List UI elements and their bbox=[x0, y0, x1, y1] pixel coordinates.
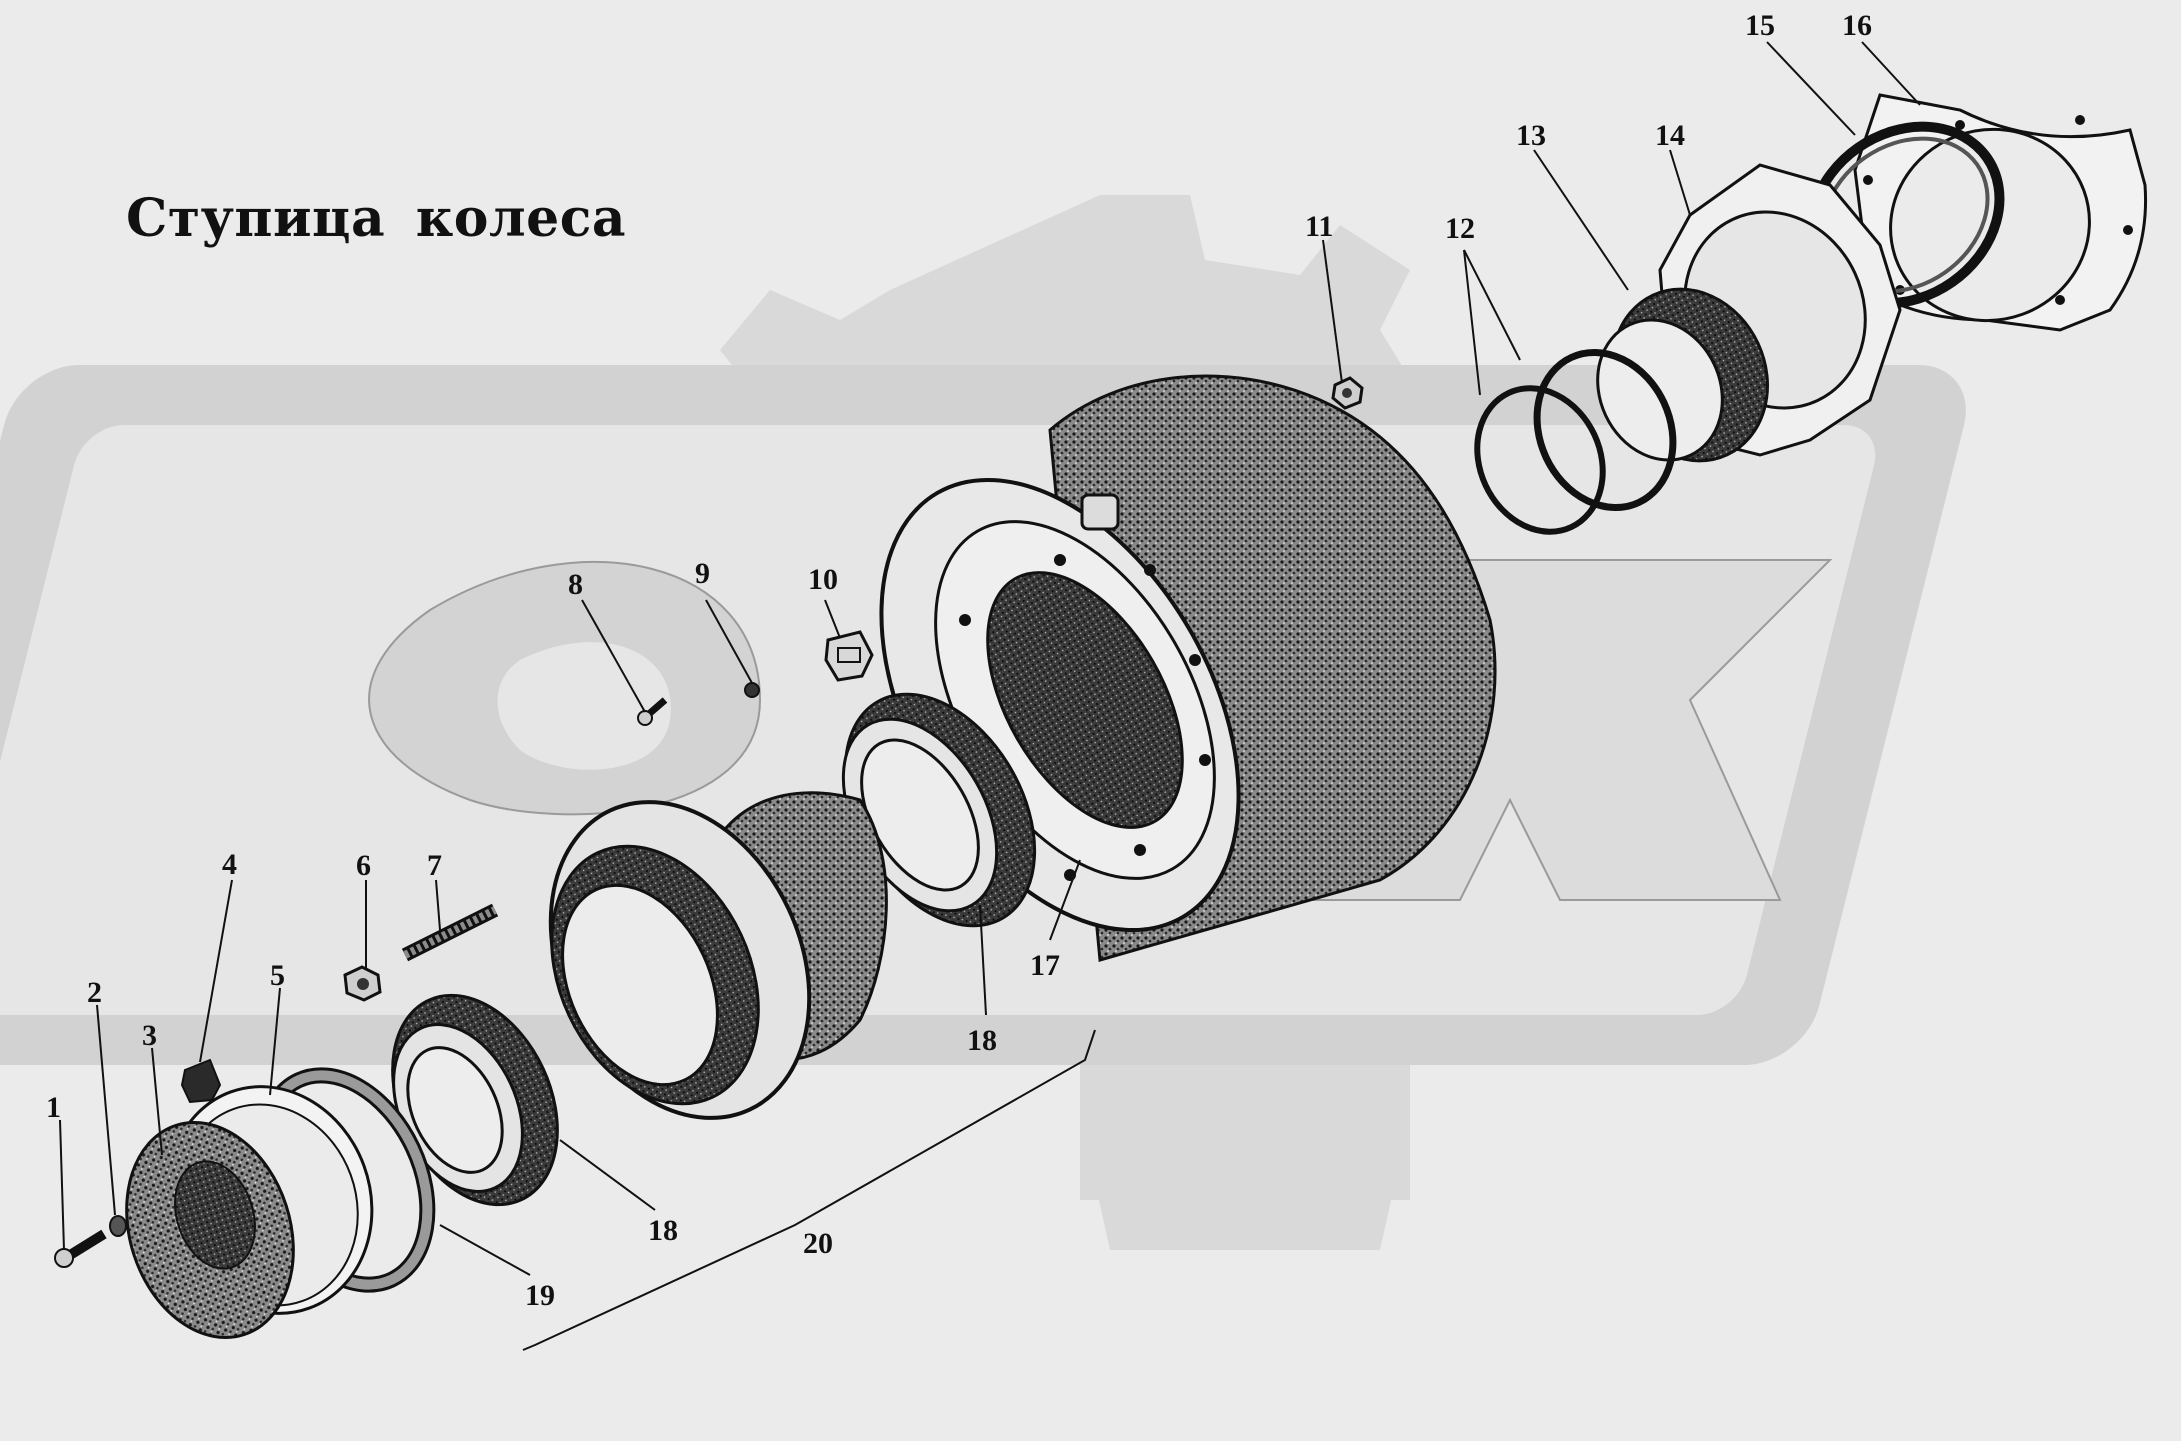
leader-lines bbox=[59, 41, 1921, 1351]
callout-4: 4 bbox=[222, 848, 237, 881]
part-20-hub bbox=[548, 791, 888, 1120]
callout-18-upper: 18 bbox=[967, 1024, 997, 1057]
callout-13: 13 bbox=[1516, 119, 1546, 152]
part-18-bearing-lower bbox=[391, 993, 559, 1207]
part-6-nut bbox=[343, 965, 382, 1002]
callout-7: 7 bbox=[427, 849, 442, 882]
callout-1: 1 bbox=[46, 1091, 61, 1124]
part-9-fastener bbox=[744, 682, 760, 698]
diagram-title: Ступица колеса bbox=[126, 188, 627, 249]
callout-8: 8 bbox=[568, 568, 583, 601]
callout-19: 19 bbox=[525, 1279, 555, 1312]
callout-15: 15 bbox=[1745, 9, 1775, 42]
callout-11: 11 bbox=[1305, 210, 1333, 243]
callout-20: 20 bbox=[803, 1227, 833, 1260]
part-1-bolt bbox=[54, 1229, 107, 1268]
callout-16: 16 bbox=[1842, 9, 1872, 42]
part-4-plug bbox=[180, 1058, 222, 1104]
callout-labels: 1 2 3 4 5 6 7 8 9 10 11 12 13 14 15 16 1… bbox=[46, 9, 1872, 1312]
part-10-plate bbox=[824, 630, 874, 682]
callout-12: 12 bbox=[1445, 212, 1475, 245]
callout-9: 9 bbox=[695, 557, 710, 590]
callout-5: 5 bbox=[270, 959, 285, 992]
part-3-cover bbox=[125, 1121, 295, 1339]
callout-17: 17 bbox=[1030, 949, 1060, 982]
callout-6: 6 bbox=[356, 849, 371, 882]
part-8-screw bbox=[637, 697, 668, 726]
part-2-washer bbox=[109, 1215, 127, 1237]
callout-10: 10 bbox=[808, 563, 838, 596]
part-12-rings bbox=[1474, 348, 1677, 535]
part-18-bearing-upper bbox=[841, 692, 1037, 928]
callout-14: 14 bbox=[1655, 119, 1685, 152]
part-7-stud bbox=[401, 903, 499, 962]
callout-2: 2 bbox=[87, 976, 102, 1009]
callout-3: 3 bbox=[142, 1019, 157, 1052]
part-11-nut bbox=[1331, 376, 1364, 410]
callout-18-lower: 18 bbox=[648, 1214, 678, 1247]
